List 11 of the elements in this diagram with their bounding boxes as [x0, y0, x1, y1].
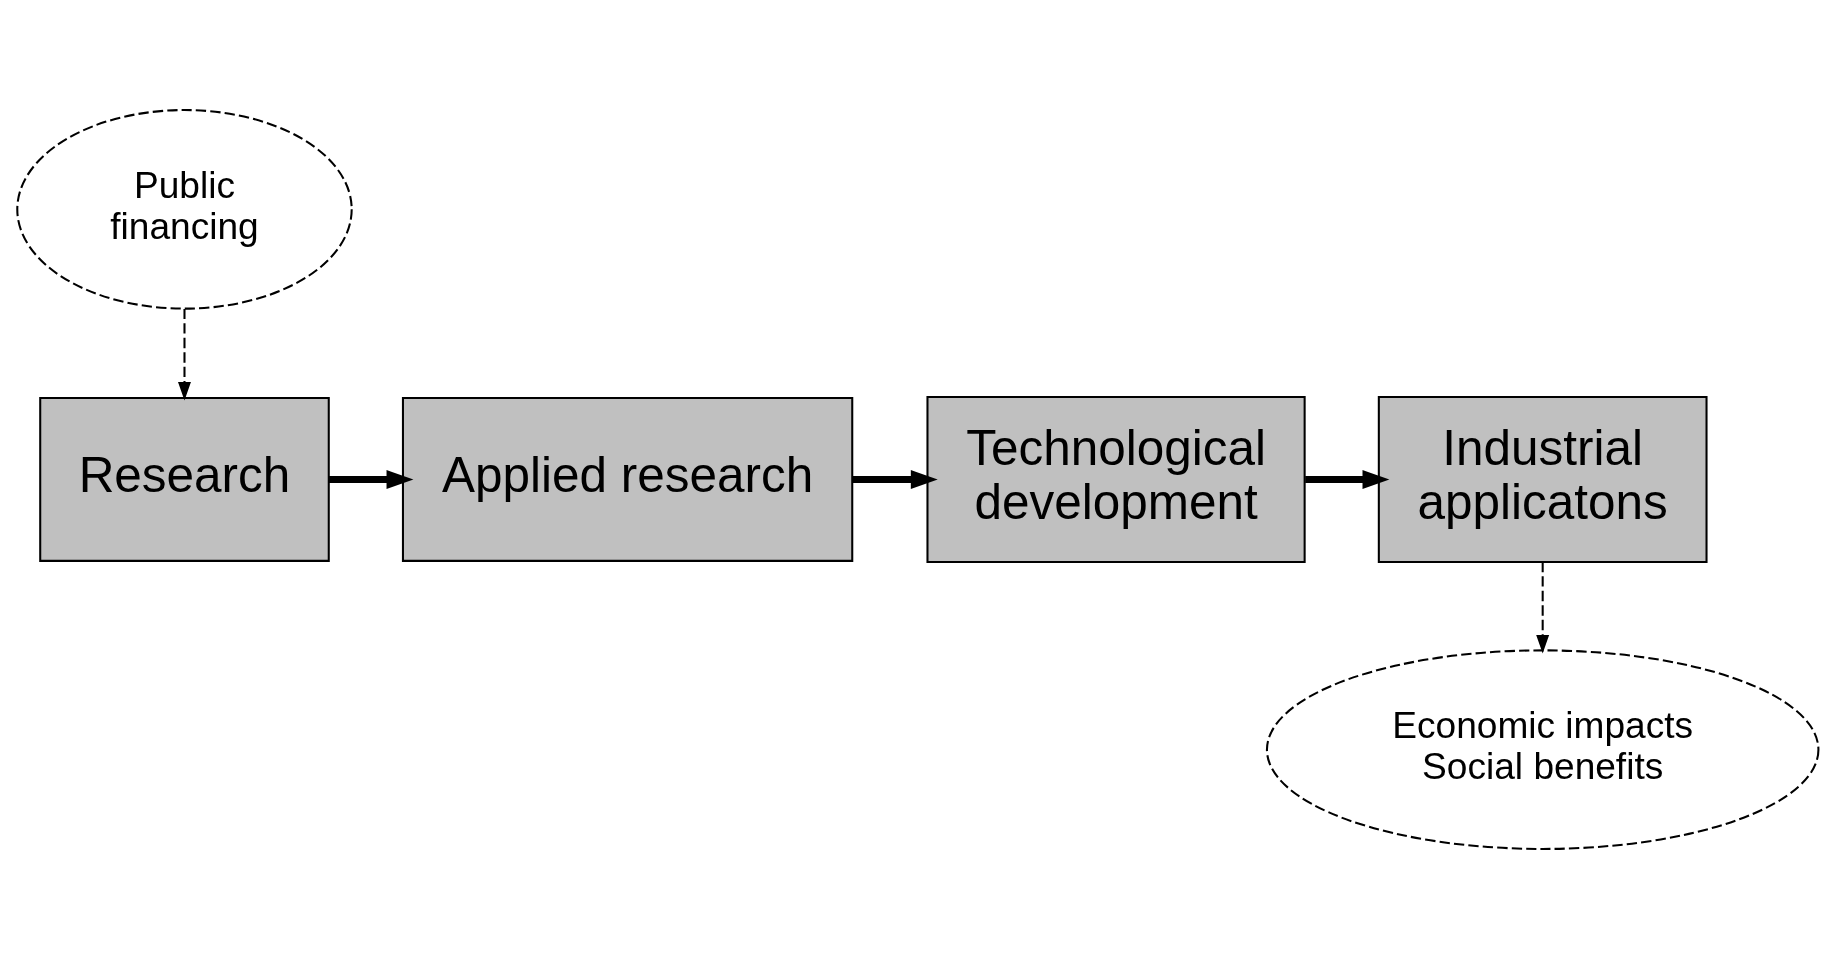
arrow: [178, 308, 191, 401]
arrow: [852, 470, 938, 489]
arrow: [329, 470, 414, 489]
node-ellipse: Public financing: [16, 109, 353, 310]
node-box: Technological development: [926, 396, 1306, 563]
node-box: Research: [39, 397, 330, 562]
node-box: Industrial applicatons: [1377, 396, 1708, 563]
arrow: [1305, 470, 1390, 489]
node-ellipse: Economic impacts Social benefits: [1265, 649, 1820, 850]
arrow: [1536, 562, 1550, 654]
node-box: Applied research: [401, 397, 854, 562]
